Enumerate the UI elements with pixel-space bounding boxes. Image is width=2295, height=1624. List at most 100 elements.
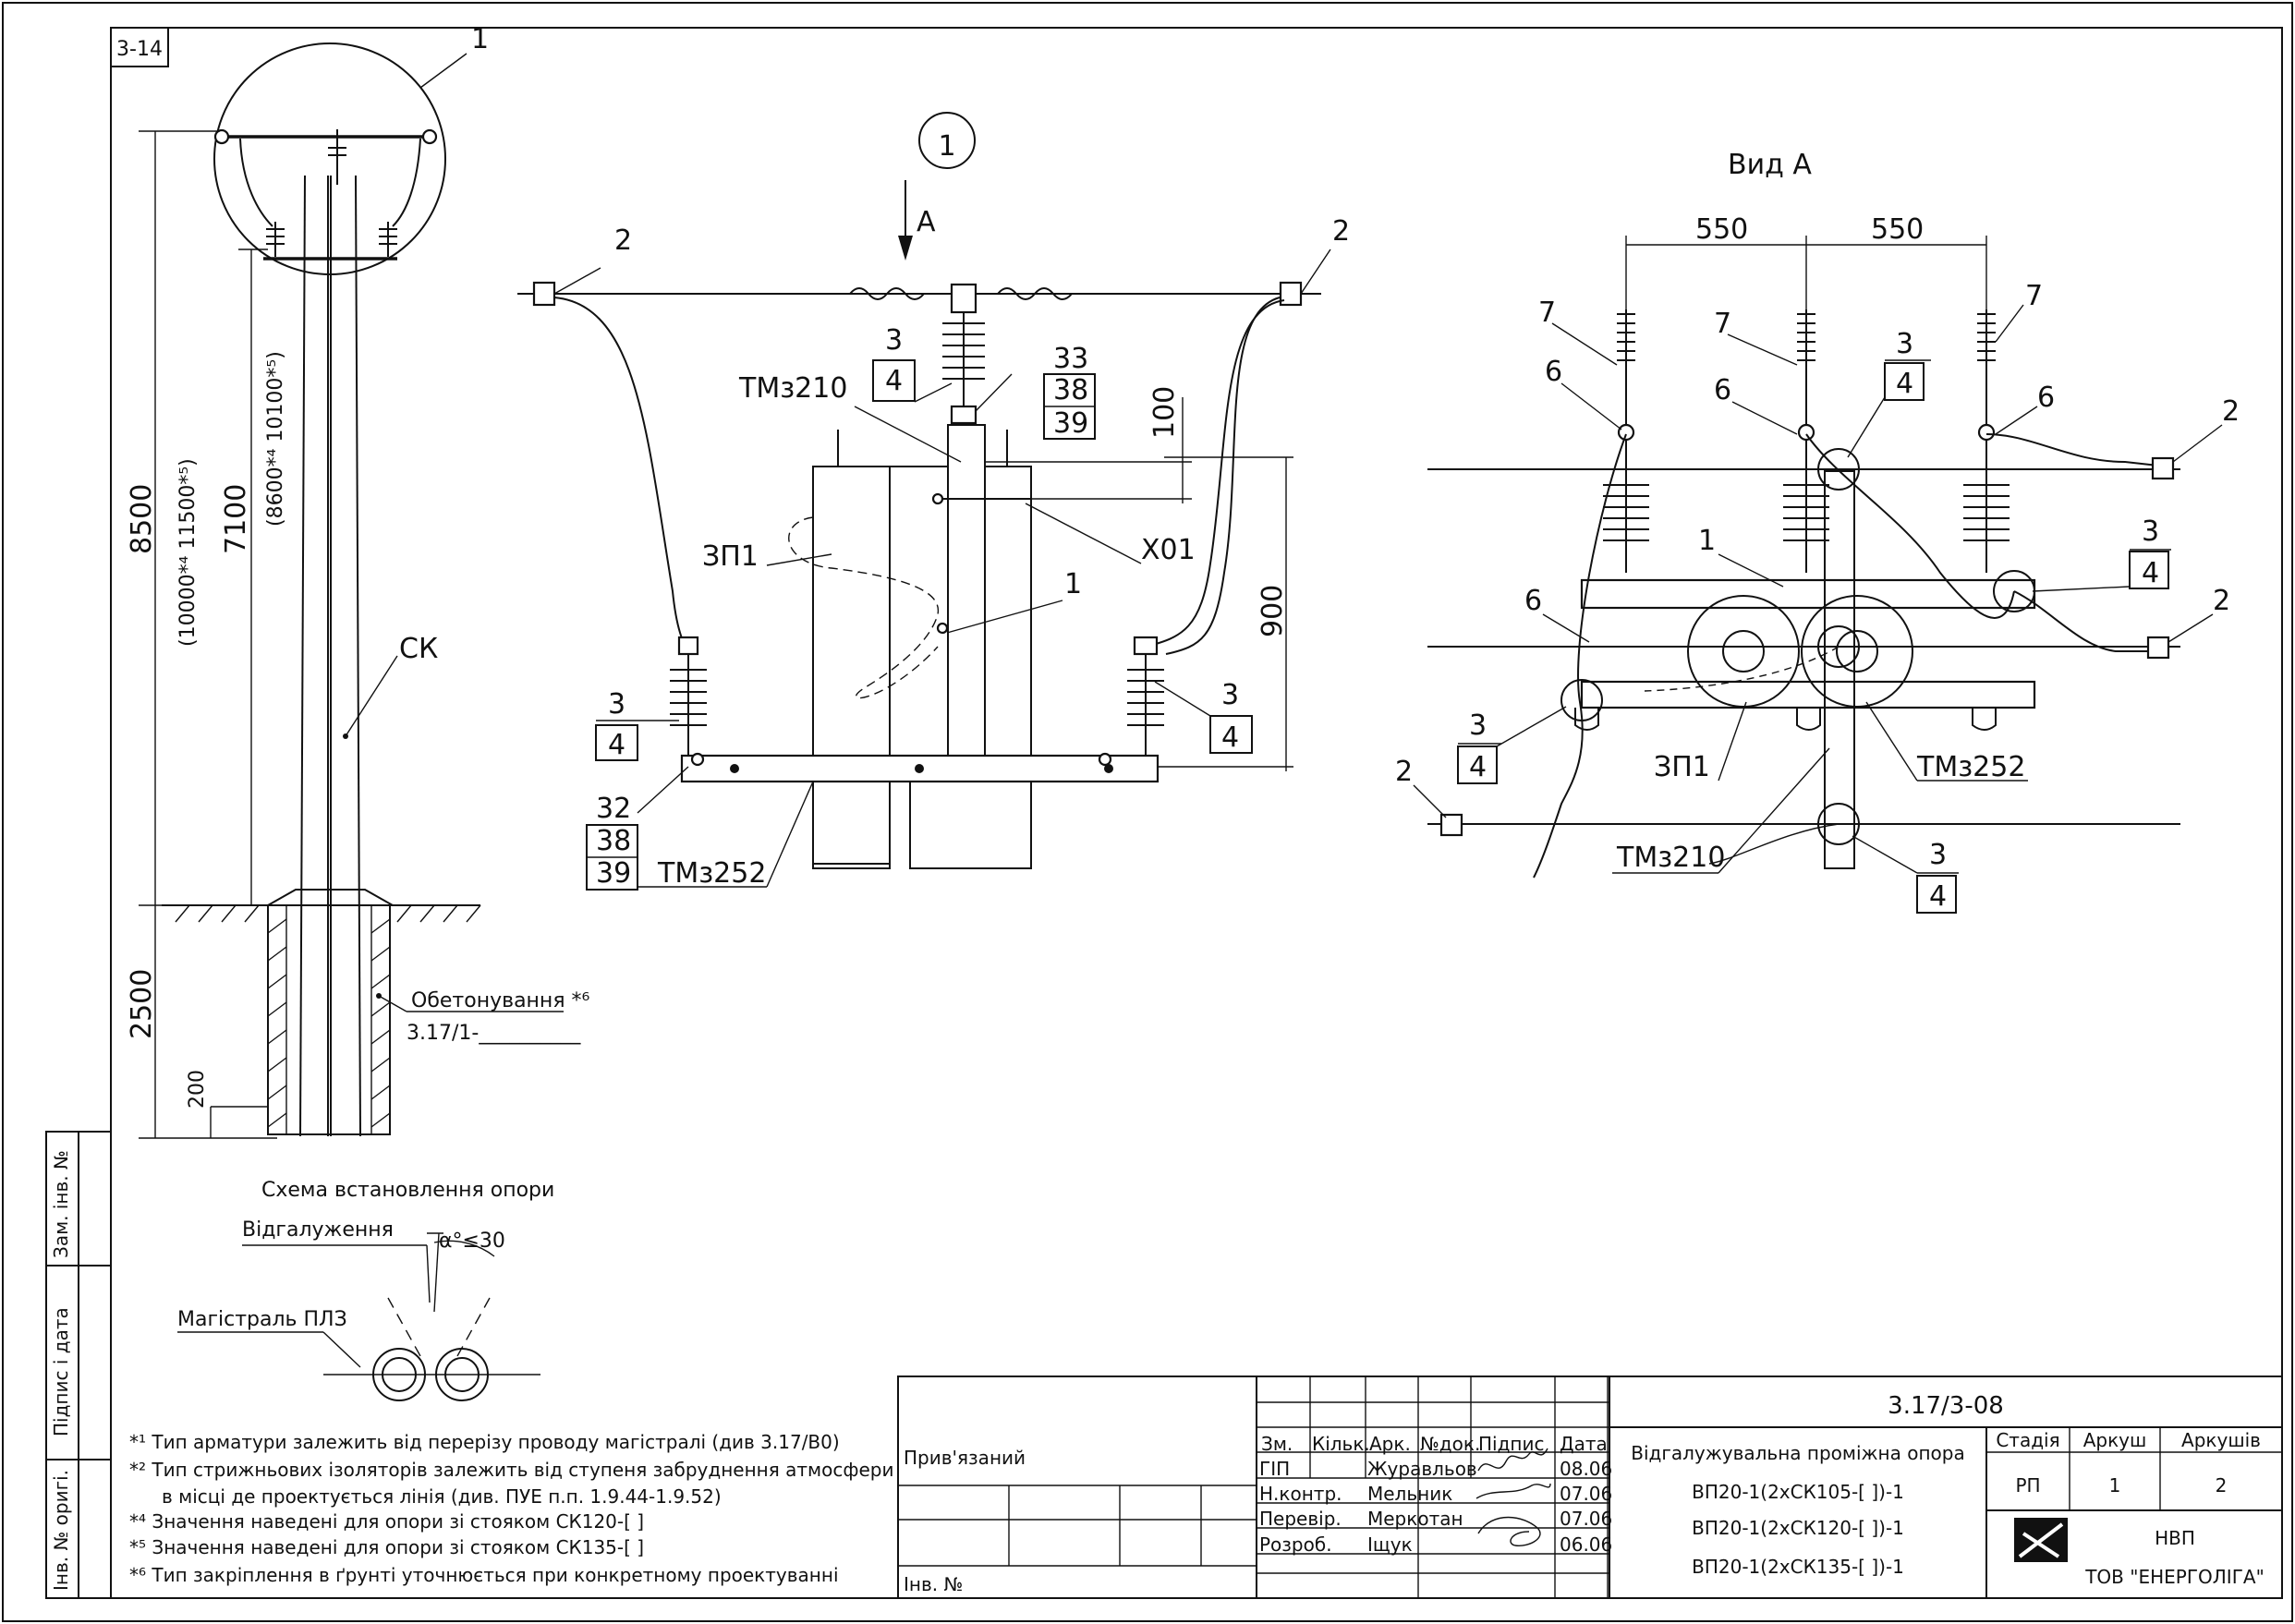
tb-bound-to: Прив'язаний [904,1447,1026,1469]
d1-label-38-top: 38 [1053,374,1088,406]
tb-variant-1: ВП20-1(2хСК105-[ ])-1 [1692,1481,1904,1503]
tb-role-2: Н.контр. [1259,1483,1342,1505]
d1-label-3-top: 3 [885,324,903,357]
tb-date-4: 06.06 [1560,1533,1612,1556]
note-1: *¹ Тип арматури залежить від перерізу пр… [129,1431,840,1453]
sheet-code: 3-14 [116,38,163,61]
viewA-label-2a: 2 [2222,395,2240,428]
viewA-label-tmz210: ТМз210 [1616,842,1725,874]
viewA-label-3a: 3 [1896,328,1913,360]
signature-3 [1477,1516,1541,1546]
main-label: Магістраль ПЛЗ [177,1308,347,1331]
d1-label-x01: Х01 [1141,534,1196,566]
viewA-label-4b: 4 [2142,557,2159,589]
installation-view: 1 СК [126,23,590,1401]
tb-sheets-label: Аркушів [2181,1429,2261,1451]
detail1-number: 1 [938,130,955,163]
tb-date-3: 07.06 [1560,1508,1612,1530]
dim-above-alt: (8600*⁴ 10100*⁵) [264,351,287,527]
tb-h-pidpys: Підпис [1478,1433,1545,1455]
angle-label: α°≤30 [439,1230,505,1253]
tb-sheet-label: Аркуш [2083,1429,2147,1451]
d1-label-3-left: 3 [608,688,625,721]
viewA-label-zp1: ЗП1 [1654,751,1710,783]
tb-h-kilk: Кільк. [1312,1433,1370,1455]
signature-1 [1477,1448,1548,1472]
installation-caption: Схема встановлення опори [261,1179,554,1202]
tb-stage: РП [2015,1474,2040,1497]
detail1-circle [918,112,976,169]
d1-label-2a: 2 [614,224,632,257]
viewA-dim-550b: 550 [1871,213,1924,246]
tb-sheets: 2 [2216,1474,2228,1497]
viewA-label-3b: 3 [2142,515,2159,548]
tb-h-ndok: №док. [1420,1433,1480,1455]
d1-label-tmz252: ТМз252 [657,857,766,890]
tb-h-ark: Арк. [1369,1433,1411,1455]
note-6: *⁶ Тип закріплення в ґрунті уточнюється … [129,1564,839,1586]
tb-name-4: Іщук [1367,1533,1413,1556]
sheet-code-box [110,27,169,67]
dim-depth: 2500 [126,969,158,1039]
viewA-label-7a: 7 [1538,297,1556,329]
tb-variant-3: ВП20-1(2хСК135-[ ])-1 [1692,1556,1904,1578]
tb-role-3: Перевір. [1259,1508,1342,1530]
tb-inv-no: Інв. № [904,1573,963,1595]
viewA-title: Вид А [1728,149,1812,181]
viewA-label-4d: 4 [1929,880,1947,913]
dim-total: 8500 [126,484,158,554]
note-2: *² Тип стрижньових ізоляторів залежить в… [129,1459,893,1481]
d1-label-38-bottom: 38 [596,825,631,857]
view-arrow-label: A [917,206,936,238]
d1-label-zp1: ЗП1 [702,540,759,573]
d1-label-3-right: 3 [1221,679,1239,711]
d1-label-2b: 2 [1332,215,1350,248]
d1-label-32: 32 [596,793,631,825]
d1-label-1: 1 [1064,568,1082,600]
note-5: *⁵ Значення наведені для опори зі стояко… [129,1536,644,1558]
tb-role-1: ГІП [1259,1458,1290,1480]
side-stamp: Зам. інв. № Підпис і дата Інв. № оригі. [45,1131,112,1599]
dim-above: 7100 [220,484,252,554]
viewA-label-7b: 7 [1714,308,1731,340]
viewA-label-7c: 7 [2025,280,2043,312]
viewA-label-2c: 2 [1395,756,1413,788]
d1-label-4-right: 4 [1221,721,1239,754]
dim-base: 200 [186,1070,209,1109]
tb-variant-2: ВП20-1(2хСК120-[ ])-1 [1692,1517,1904,1539]
tb-h-zm: Зм. [1261,1433,1293,1455]
d1-label-39-bottom: 39 [596,857,631,890]
viewA-view: Вид А 550 550 [1395,149,2240,914]
tb-date-2: 07.06 [1560,1483,1612,1505]
tb-name-2: Мельник [1367,1483,1452,1505]
branch-label: Відгалуження [242,1218,394,1242]
d1-label-39-top: 39 [1053,407,1088,440]
viewA-label-2b: 2 [2213,585,2230,617]
tb-org-line2: ТОВ "ЕНЕРГОЛІГА" [2084,1566,2265,1588]
stamp-replace-inv: Зам. інв. № [50,1150,72,1258]
tb-doc-code: 3.17/3-08 [1888,1392,2004,1420]
detail-callout: 1 [471,23,489,55]
viewA-label-4a: 4 [1896,368,1913,400]
viewA-label-1: 1 [1698,525,1716,557]
d1-label-4-left: 4 [608,729,625,761]
concrete-label: Обетонування *⁶ [411,989,590,1012]
d1-dim-900: 900 [1257,585,1289,637]
signature-2 [1475,1483,1551,1499]
viewA-label-6b: 6 [1714,374,1731,406]
stamp-sign-date: Підпис і дата [50,1307,72,1436]
drawing-frame [110,27,2283,1599]
note-2-cont: в місці де проектується лінія (див. ПУЕ … [162,1485,722,1508]
detail1-view: 1 A 2 2 [517,112,1350,891]
d1-label-tmz210: ТМз210 [738,372,847,405]
viewA-label-4c: 4 [1469,751,1487,783]
title-block: Прив'язаний Інв. № Зм. Кільк. Арк. №док.… [897,1376,2283,1599]
tb-name-3: Меркотан [1367,1508,1463,1530]
tb-stage-label: Стадія [1996,1429,2059,1451]
tb-org-line1: НВП [2155,1527,2195,1549]
tb-sheet: 1 [2109,1474,2121,1497]
tb-name-1: Журавльов [1367,1458,1477,1480]
stamp-inv-orig: Інв. № оригі. [50,1470,72,1591]
